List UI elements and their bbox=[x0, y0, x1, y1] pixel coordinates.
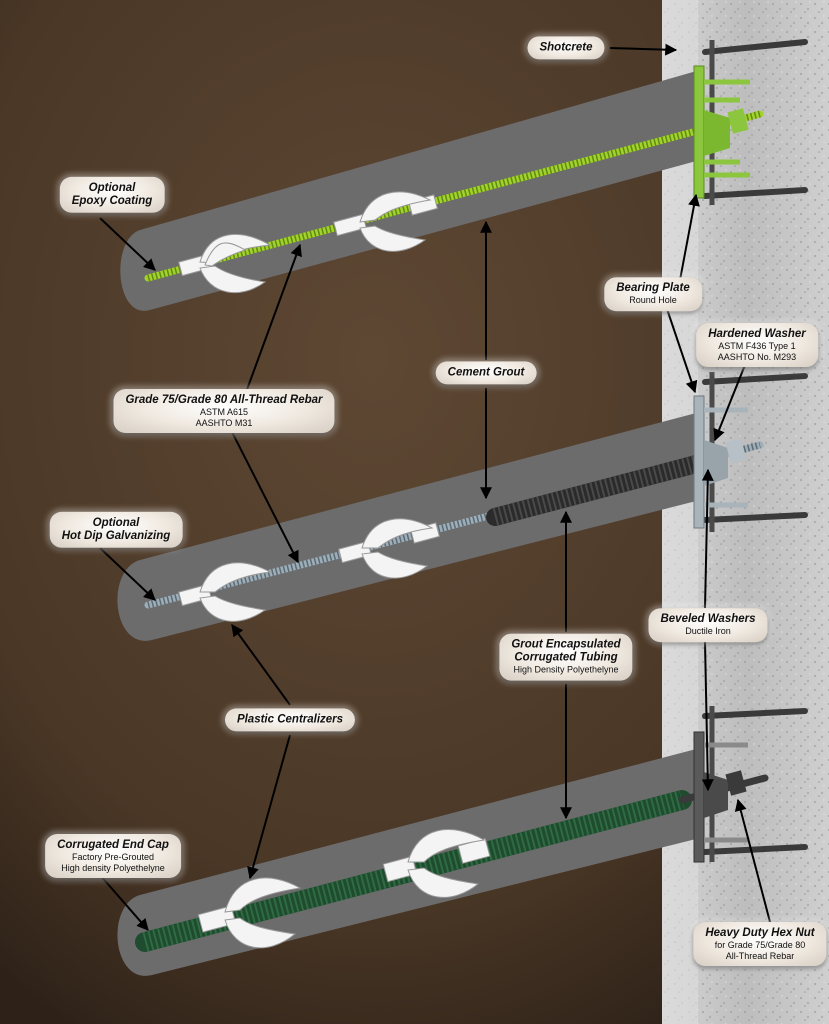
cement-grout-title: Cement Grout bbox=[447, 366, 525, 379]
arrow-rebar-down bbox=[231, 431, 299, 564]
arrow-hex-nut bbox=[734, 798, 771, 923]
galvanized-rebar-threads bbox=[147, 441, 761, 609]
arrow-centralizer-up bbox=[231, 624, 291, 706]
rebar-sub-1: ASTM A615 bbox=[199, 407, 249, 418]
black-tubing-ridges bbox=[492, 454, 703, 526]
wall-reinforcement bbox=[702, 39, 808, 855]
label-rebar: Grade 75/Grade 80 All-Thread Rebar ASTM … bbox=[113, 389, 335, 433]
centralizer-2b bbox=[338, 518, 440, 579]
label-corrugated-tubing: Grout Encapsulated Corrugated Tubing Hig… bbox=[499, 633, 633, 681]
end-cap-title: Corrugated End Cap bbox=[57, 839, 169, 852]
centralizer-1a bbox=[178, 233, 272, 294]
shotcrete-title: Shotcrete bbox=[539, 41, 593, 54]
bearing-plate-dark bbox=[693, 731, 705, 863]
hardened-washer-sub-2: AASHTO No. M293 bbox=[717, 351, 797, 362]
arrow-hardened-washer bbox=[713, 364, 746, 442]
label-hardened-washer: Hardened Washer ASTM F436 Type 1 AASHTO … bbox=[696, 323, 818, 367]
hex-nut-green bbox=[727, 108, 749, 134]
tubing-title-2: Corrugated Tubing bbox=[514, 651, 618, 664]
arrow-galvanizing bbox=[99, 547, 156, 601]
epoxy-rebar-threads bbox=[147, 110, 761, 282]
galvanizing-title-2: Hot Dip Galvanizing bbox=[61, 530, 171, 542]
hex-nut-gray bbox=[725, 438, 747, 464]
arrow-shotcrete bbox=[609, 43, 678, 56]
centralizers-title: Plastic Centralizers bbox=[236, 713, 344, 726]
label-beveled-washers: Beveled Washers Ductile Iron bbox=[648, 608, 768, 642]
nail-1-epoxy bbox=[120, 65, 764, 311]
label-shotcrete: Shotcrete bbox=[527, 36, 605, 60]
tubing-sub: High Density Polyethelyne bbox=[513, 665, 619, 676]
wall-front-face bbox=[662, 0, 698, 1024]
label-bearing-plate: Bearing Plate Round Hole bbox=[604, 277, 702, 311]
galvanizing-title-1: Optional bbox=[92, 516, 140, 529]
arrow-beveled-down bbox=[701, 641, 714, 792]
label-epoxy-coating: Optional Epoxy Coating bbox=[59, 176, 165, 214]
arrow-beveled-up bbox=[701, 468, 714, 609]
label-hex-nut: Heavy Duty Hex Nut for Grade 75/Grade 80… bbox=[693, 922, 827, 966]
bearing-plate-green bbox=[693, 65, 705, 199]
tubing-title-1: Grout Encapsulated bbox=[511, 638, 621, 651]
arrow-bearing-plate-up bbox=[679, 193, 700, 281]
beveled-washers-title: Beveled Washers bbox=[660, 613, 756, 626]
leader-arrows bbox=[99, 43, 771, 931]
rebar-sub-2: AASHTO M31 bbox=[195, 417, 253, 428]
arrow-end-cap bbox=[99, 874, 149, 931]
bearing-plate-dark-studs bbox=[704, 742, 748, 843]
bearing-plate-sub: Round Hole bbox=[629, 295, 677, 306]
rebar-title: Grade 75/Grade 80 All-Thread Rebar bbox=[125, 394, 323, 407]
hex-nut-dark bbox=[725, 770, 747, 796]
nail-3-corrugated bbox=[117, 731, 769, 976]
epoxy-title-1: Optional bbox=[88, 181, 136, 194]
end-cap-sub-1: Factory Pre-Grouted bbox=[71, 852, 155, 863]
beveled-washer-green bbox=[704, 110, 730, 156]
label-plastic-centralizers: Plastic Centralizers bbox=[224, 708, 356, 732]
beveled-washers-sub: Ductile Iron bbox=[685, 626, 731, 637]
hex-nut-sub-2: All-Thread Rebar bbox=[725, 950, 795, 961]
arrow-bearing-plate-down bbox=[665, 305, 698, 394]
bearing-plate-gray bbox=[693, 395, 705, 529]
hex-nut-title: Heavy Duty Hex Nut bbox=[705, 927, 815, 940]
bearing-plate-studs bbox=[704, 79, 750, 178]
bearing-plate-title: Bearing Plate bbox=[616, 282, 690, 295]
hex-nut-sub-1: for Grade 75/Grade 80 bbox=[714, 940, 806, 951]
epoxy-title-2: Epoxy Coating bbox=[71, 195, 153, 207]
end-cap-sub-2: High density Polyethelyne bbox=[61, 862, 165, 873]
centralizer-1b bbox=[333, 191, 438, 252]
arrow-centralizer-down bbox=[247, 734, 291, 880]
hardened-washer-title: Hardened Washer bbox=[708, 328, 806, 341]
centralizer-2a bbox=[178, 562, 272, 622]
grout-column-1 bbox=[120, 70, 700, 311]
label-cement-grout: Cement Grout bbox=[435, 361, 537, 385]
label-hot-dip-galvanizing: Optional Hot Dip Galvanizing bbox=[49, 511, 183, 549]
arrow-rebar-up bbox=[244, 243, 302, 396]
arrow-epoxy bbox=[99, 217, 156, 271]
centralizer-3a bbox=[197, 877, 302, 949]
hardened-washer-sub-1: ASTM F436 Type 1 bbox=[718, 341, 796, 352]
nail-2-galvanized bbox=[117, 395, 764, 641]
label-corrugated-end-cap: Corrugated End Cap Factory Pre-Grouted H… bbox=[45, 834, 181, 878]
centralizer-3b bbox=[382, 829, 491, 898]
